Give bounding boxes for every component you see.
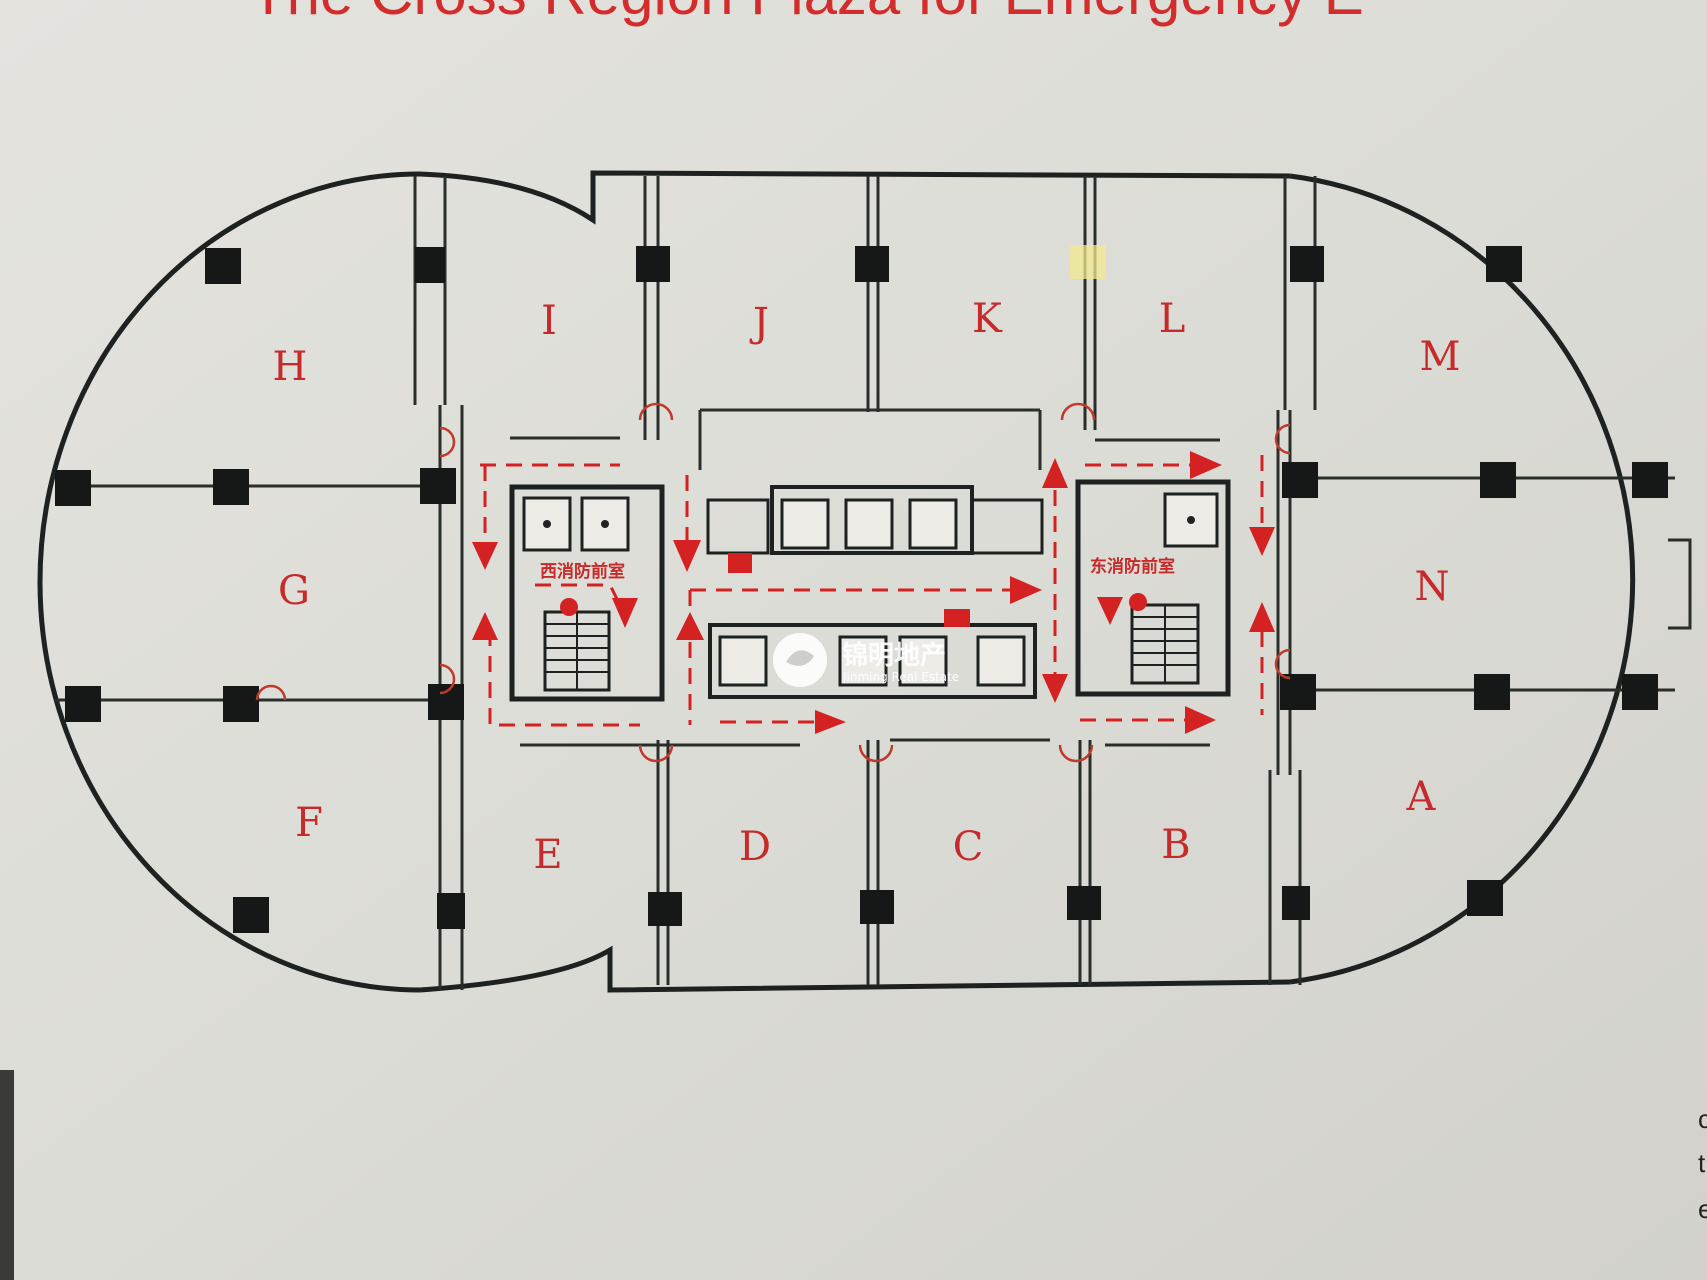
unit-label-n: N bbox=[1415, 564, 1450, 610]
west-core bbox=[509, 484, 665, 702]
unit-label-g: G bbox=[278, 568, 310, 614]
unit-label-b: B bbox=[1161, 822, 1190, 868]
floor-outline bbox=[37, 170, 1692, 993]
door-swings bbox=[255, 402, 1291, 763]
evacuation-routes bbox=[480, 455, 1264, 727]
structural-columns bbox=[55, 246, 1668, 933]
unit-label-c: C bbox=[953, 824, 984, 870]
watermark-cn: 锦明地产 bbox=[842, 640, 946, 671]
unit-labels: H I J K L M G N F E D C B A bbox=[273, 296, 1461, 878]
edge-letter-1: c bbox=[1698, 1104, 1707, 1134]
unit-label-a: A bbox=[1406, 774, 1437, 820]
highlighted-column bbox=[1070, 245, 1106, 279]
edge-letter-2: t bbox=[1698, 1148, 1706, 1178]
route-arrows bbox=[472, 451, 1275, 734]
unit-label-k: K bbox=[972, 296, 1003, 342]
edge-letter-3: e bbox=[1698, 1194, 1707, 1224]
sign-title: The Cross Region Plaza for Emergency E bbox=[250, 0, 1364, 27]
west-fire-lobby-label: 西消防前室 bbox=[540, 561, 625, 582]
unit-label-h: H bbox=[273, 344, 308, 390]
unit-label-m: M bbox=[1420, 334, 1461, 380]
east-fire-lobby-label: 东消防前室 bbox=[1090, 556, 1175, 577]
east-core bbox=[1075, 479, 1231, 697]
unit-label-f: F bbox=[295, 800, 323, 846]
watermark: 锦明地产 Jinming Real Estate bbox=[773, 633, 959, 687]
unit-label-d: D bbox=[739, 824, 771, 870]
sign-frame-left bbox=[0, 1070, 14, 1280]
watermark-en: Jinming Real Estate bbox=[842, 670, 959, 684]
central-core bbox=[706, 485, 1044, 699]
unit-label-e: E bbox=[533, 832, 562, 878]
unit-label-l: L bbox=[1159, 296, 1186, 342]
unit-label-i: I bbox=[541, 298, 557, 344]
unit-label-j: J bbox=[749, 300, 769, 346]
